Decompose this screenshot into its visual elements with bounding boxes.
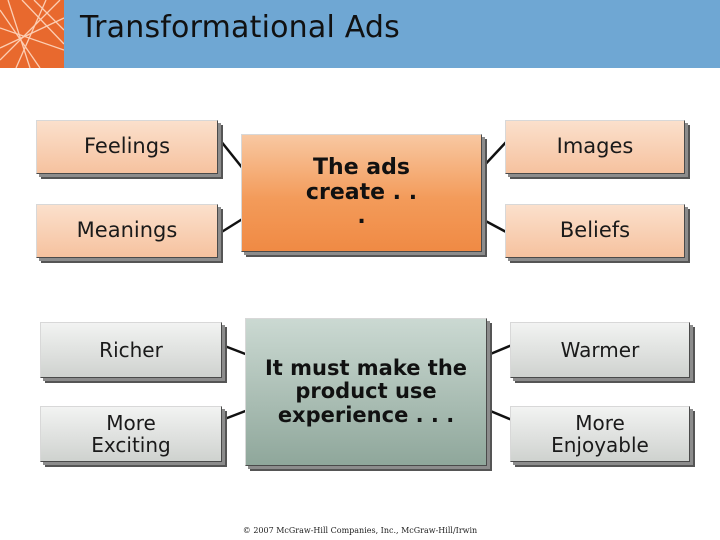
copyright-footer: © 2007 McGraw-Hill Companies, Inc., McGr… bbox=[242, 526, 478, 535]
images-box: Images bbox=[505, 120, 685, 174]
more-exciting-box: More Exciting bbox=[40, 406, 222, 462]
publisher-logo bbox=[0, 0, 64, 68]
slide-title: Transformational Ads bbox=[80, 10, 400, 45]
warmer-box: Warmer bbox=[510, 322, 690, 378]
more-enjoyable-box: More Enjoyable bbox=[510, 406, 690, 462]
ads-create-box: The ads create . . . bbox=[241, 134, 482, 252]
header-bar: Transformational Ads bbox=[0, 0, 720, 68]
meanings-box: Meanings bbox=[36, 204, 218, 258]
feelings-box: Feelings bbox=[36, 120, 218, 174]
richer-box: Richer bbox=[40, 322, 222, 378]
beliefs-box: Beliefs bbox=[505, 204, 685, 258]
product-experience-box: It must make the product use experience … bbox=[245, 318, 487, 466]
